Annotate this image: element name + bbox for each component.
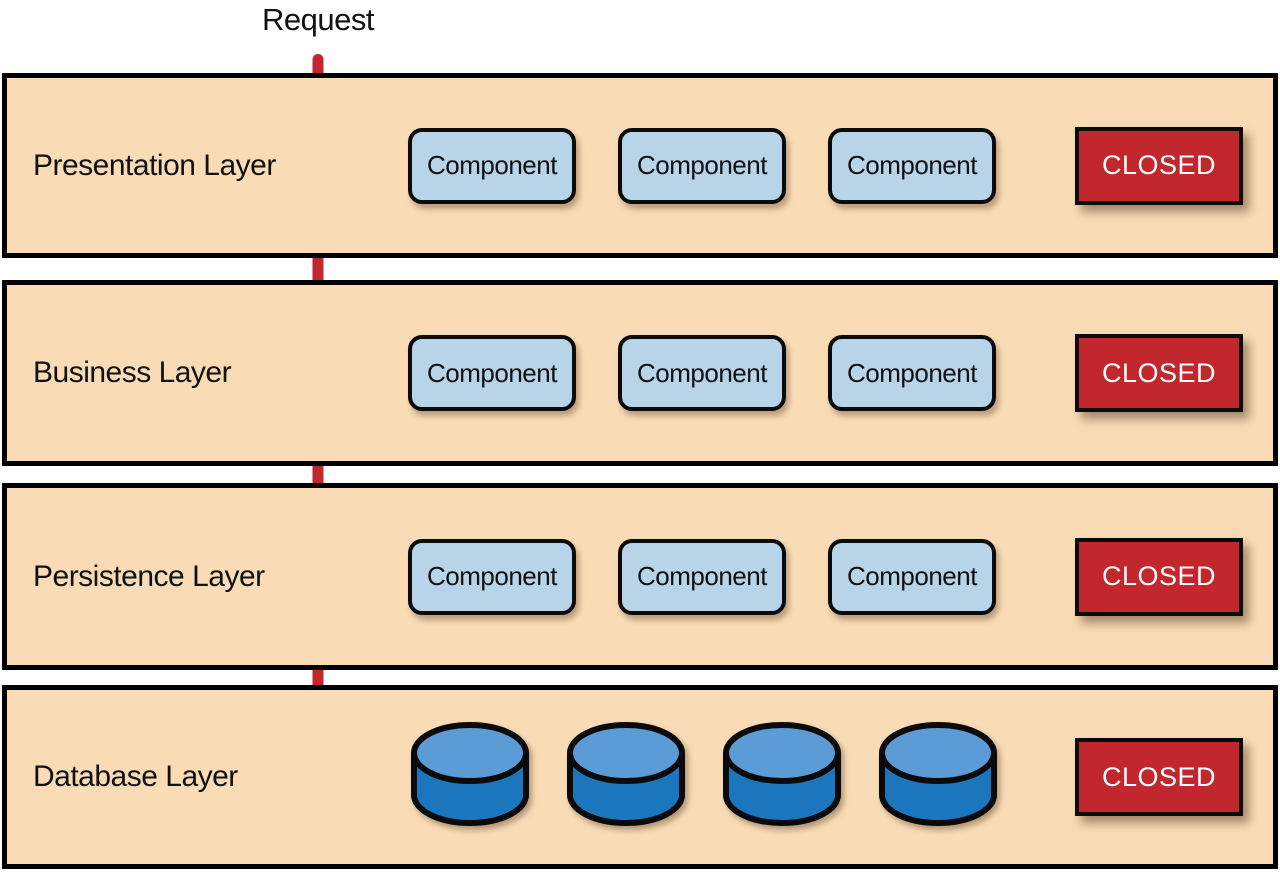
layer-label: Presentation Layer [33, 148, 276, 182]
layer-business: Business Layer Component Component Compo… [2, 280, 1278, 466]
component-box: Component [828, 538, 996, 615]
layer-label: Persistence Layer [33, 559, 265, 593]
closed-status-badge: CLOSED [1075, 738, 1243, 816]
component-box: Component [828, 335, 996, 411]
database-icon [411, 722, 529, 826]
closed-status-badge: CLOSED [1075, 334, 1243, 412]
database-icon [723, 722, 841, 826]
component-box: Component [408, 335, 576, 411]
database-icon [879, 722, 997, 826]
layer-label: Business Layer [33, 356, 232, 389]
layer-presentation: Presentation Layer Component Component C… [2, 73, 1278, 258]
database-icon [567, 722, 685, 826]
closed-status-badge: CLOSED [1075, 537, 1243, 616]
layer-persistence: Persistence Layer Component Component Co… [2, 483, 1278, 670]
layer-label: Database Layer [33, 760, 238, 793]
request-label: Request [262, 2, 374, 37]
component-box: Component [408, 538, 576, 615]
layer-database: Database Layer CLOSED [2, 685, 1278, 869]
component-box: Component [618, 538, 786, 615]
component-box: Component [408, 127, 576, 204]
component-box: Component [618, 127, 786, 204]
component-box: Component [618, 335, 786, 411]
closed-status-badge: CLOSED [1075, 126, 1243, 205]
component-box: Component [828, 127, 996, 204]
